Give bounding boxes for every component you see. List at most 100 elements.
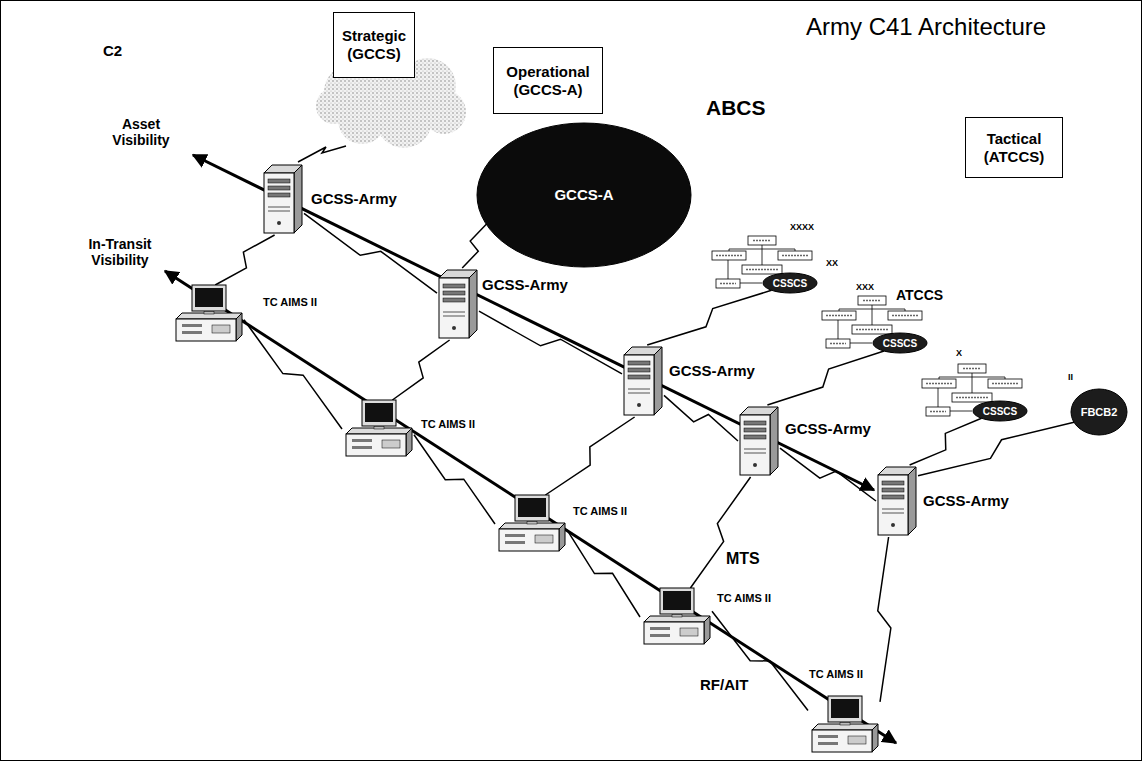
org-chart bbox=[712, 236, 812, 288]
drive-bay bbox=[268, 193, 290, 197]
desktop-front bbox=[499, 529, 559, 551]
org-chart bbox=[922, 364, 1022, 416]
lightning-link bbox=[690, 477, 750, 588]
drive-slot bbox=[182, 331, 202, 334]
system-label: GCSS-Army bbox=[784, 420, 872, 437]
lightning-link bbox=[918, 422, 1074, 475]
monitor bbox=[660, 588, 694, 614]
server-shape bbox=[876, 465, 918, 537]
server-shape bbox=[437, 268, 479, 340]
monitor-screen bbox=[663, 591, 691, 610]
pc-shape bbox=[495, 495, 567, 553]
level-box: Strategic (GCCS) bbox=[333, 12, 415, 78]
network-ellipse: GCCS-A bbox=[476, 122, 692, 268]
workstation-node: TC AIMS II bbox=[808, 696, 880, 754]
server-side bbox=[654, 347, 662, 415]
oval-label: CSSCS bbox=[983, 406, 1017, 417]
desktop-side bbox=[236, 313, 242, 341]
oval-outline bbox=[763, 273, 817, 293]
monitor bbox=[362, 400, 396, 426]
server-node: GCSS-Army bbox=[437, 268, 479, 340]
echelon-mark: XXXX bbox=[790, 222, 814, 232]
section-label: C2 bbox=[103, 42, 122, 59]
monitor bbox=[515, 495, 549, 521]
lightning-link bbox=[244, 320, 342, 429]
oval-outline bbox=[973, 401, 1027, 421]
desktop-side bbox=[872, 724, 878, 752]
desktop-side bbox=[704, 616, 710, 644]
lightning-link bbox=[664, 395, 738, 441]
network-label: MTS bbox=[726, 550, 760, 568]
workstation-node: TC AIMS II bbox=[172, 285, 244, 343]
lightning-link bbox=[479, 311, 622, 374]
server-node: GCSS-Army bbox=[876, 465, 918, 537]
echelon-mark: XX bbox=[826, 258, 838, 268]
system-label: TC AIMS II bbox=[808, 668, 864, 681]
server-shape bbox=[738, 405, 780, 477]
drive-bay bbox=[882, 488, 904, 492]
lightning-link bbox=[215, 235, 274, 285]
lightning-link bbox=[567, 530, 640, 617]
drive-bay bbox=[628, 368, 650, 372]
system-oval: CSSCS bbox=[762, 272, 818, 294]
server-shape bbox=[262, 163, 304, 235]
vent-lines bbox=[268, 207, 290, 211]
monitor-screen bbox=[195, 288, 223, 307]
cloud-lobe bbox=[316, 88, 352, 124]
drive-bay bbox=[744, 428, 766, 432]
system-oval: CSSCS bbox=[872, 332, 928, 354]
desktop-front bbox=[176, 319, 236, 341]
drive-bay bbox=[268, 186, 290, 190]
oval-label: CSSCS bbox=[773, 278, 807, 289]
oval-outline bbox=[477, 123, 691, 267]
drive-bay bbox=[628, 361, 650, 365]
arrow-label: Asset Visibility bbox=[103, 116, 179, 148]
system-label: GCSS-Army bbox=[310, 190, 398, 207]
system-label: TC AIMS II bbox=[262, 296, 318, 309]
echelon-mark: X bbox=[956, 348, 962, 358]
level-label: Operational (GCCS-A) bbox=[498, 63, 598, 99]
system-label: TC AIMS II bbox=[572, 505, 628, 518]
desktop-side bbox=[559, 523, 565, 551]
power-button bbox=[277, 221, 281, 225]
lightning-link bbox=[304, 213, 437, 293]
network-label: RF/AIT bbox=[700, 676, 748, 693]
drive-slot bbox=[818, 735, 838, 738]
section-label: ABCS bbox=[706, 96, 766, 120]
drive-bay bbox=[848, 736, 866, 744]
drive-bay bbox=[212, 325, 230, 333]
drive-slot bbox=[505, 541, 525, 544]
lightning-link bbox=[298, 146, 346, 162]
monitor-screen bbox=[365, 403, 393, 422]
server-side bbox=[469, 270, 477, 338]
drive-bay bbox=[268, 179, 290, 183]
server-front bbox=[624, 355, 654, 415]
system-label: TC AIMS II bbox=[716, 592, 772, 605]
drive-bay bbox=[882, 495, 904, 499]
drive-slot bbox=[352, 446, 372, 449]
arrow-label: In-Transit Visibility bbox=[78, 236, 162, 268]
system-oval: CSSCS bbox=[972, 400, 1028, 422]
server-node: GCSS-Army bbox=[622, 345, 664, 417]
drive-bay bbox=[882, 481, 904, 485]
section-label: ATCCS bbox=[896, 287, 943, 303]
lightning-link bbox=[712, 611, 808, 710]
in-transit-arrow bbox=[165, 271, 896, 743]
workstation-node: TC AIMS II bbox=[495, 495, 567, 553]
pc-shape bbox=[172, 285, 244, 343]
level-box: Tactical (ATCCS) bbox=[965, 117, 1063, 178]
system-label: GCSS-Army bbox=[668, 362, 756, 379]
pc-shape bbox=[808, 696, 880, 754]
drive-slot bbox=[650, 634, 670, 637]
power-button bbox=[452, 326, 456, 330]
lightning-link bbox=[780, 448, 876, 501]
monitor bbox=[192, 285, 226, 311]
desktop-side bbox=[406, 428, 412, 456]
echelon-mark: II bbox=[1068, 372, 1073, 382]
workstation-node: TC AIMS II bbox=[342, 400, 414, 458]
oval-outline bbox=[1071, 389, 1127, 435]
